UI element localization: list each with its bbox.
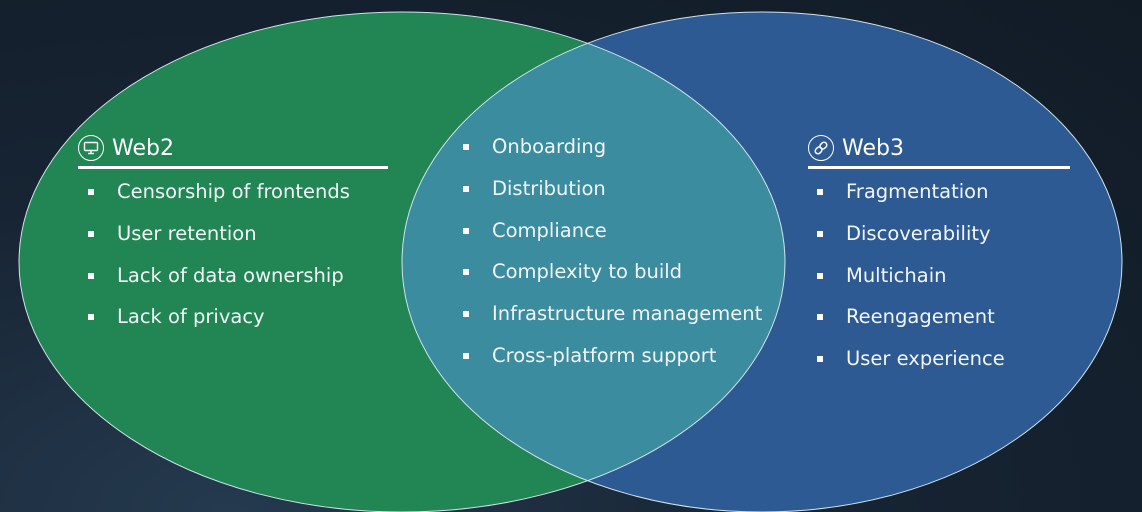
- list-item: Censorship of frontends: [88, 180, 350, 222]
- list-item: Cross-platform support: [463, 344, 762, 386]
- list-item: Reengagement: [817, 305, 1005, 347]
- list-item: Fragmentation: [817, 180, 1005, 222]
- list-item: Onboarding: [463, 135, 762, 177]
- web3-heading: Web3: [808, 135, 904, 161]
- list-item: Distribution: [463, 177, 762, 219]
- list-item: User experience: [817, 347, 1005, 389]
- web2-title-underline: [78, 166, 388, 169]
- web3-list: Fragmentation Discoverability Multichain…: [817, 180, 1005, 389]
- monitor-icon: [78, 135, 104, 161]
- web2-list: Censorship of frontends User retention L…: [88, 180, 350, 347]
- link-icon: [808, 135, 834, 161]
- list-item: Compliance: [463, 219, 762, 261]
- shared-list: Onboarding Distribution Compliance Compl…: [463, 135, 762, 386]
- list-item: Lack of privacy: [88, 305, 350, 347]
- list-item: Multichain: [817, 264, 1005, 306]
- overlap-region: [402, 12, 785, 512]
- web3-title-underline: [808, 166, 1070, 169]
- web2-title: Web2: [112, 135, 174, 161]
- list-item: Discoverability: [817, 222, 1005, 264]
- list-item: Lack of data ownership: [88, 264, 350, 306]
- list-item: User retention: [88, 222, 350, 264]
- web2-heading: Web2: [78, 135, 174, 161]
- list-item: Infrastructure management: [463, 302, 762, 344]
- web3-title: Web3: [842, 135, 904, 161]
- list-item: Complexity to build: [463, 260, 762, 302]
